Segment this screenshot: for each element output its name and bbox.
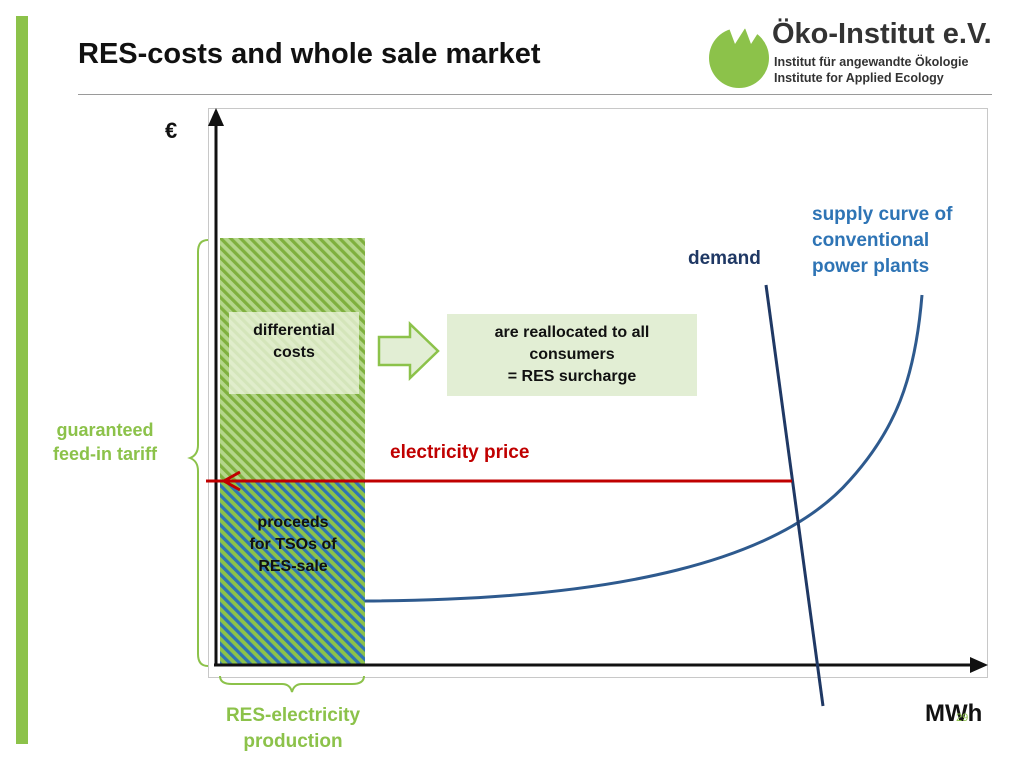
proceeds-label: proceeds for TSOs of RES-sale bbox=[249, 514, 337, 575]
diagram-frame bbox=[208, 108, 988, 678]
supply-curve-label: supply curve of conventional power plant… bbox=[812, 204, 953, 277]
reallocation-arrow bbox=[377, 321, 440, 381]
differential-costs-box: differential costs bbox=[229, 312, 359, 394]
guaranteed-tariff-label: guaranteed feed-in tariff bbox=[52, 420, 157, 464]
logo-name: Öko-Institut e.V. bbox=[772, 18, 992, 50]
tariff-brace bbox=[187, 239, 209, 667]
proceeds-area bbox=[220, 481, 365, 666]
res-production-label: RES-electricity production bbox=[225, 705, 361, 752]
logo-subtitle-en: Institute for Applied Ecology bbox=[774, 71, 944, 85]
reallocation-label: are reallocated to all consumers = RES s… bbox=[494, 324, 650, 385]
demand-label: demand bbox=[688, 248, 761, 269]
supply-curve bbox=[364, 294, 924, 603]
electricity-price-label: electricity price bbox=[390, 442, 530, 463]
title-divider bbox=[78, 94, 992, 95]
demand-line bbox=[764, 284, 825, 707]
x-axis-arrowhead bbox=[970, 657, 988, 673]
reallocation-box: are reallocated to all consumers = RES s… bbox=[447, 314, 697, 396]
left-accent-bar bbox=[16, 16, 28, 744]
y-axis-label: € bbox=[165, 118, 178, 143]
slide-title: RES-costs and whole sale market bbox=[78, 38, 541, 70]
logo-subtitle-de: Institut für angewandte Ökologie bbox=[774, 55, 969, 69]
logo-tick-1 bbox=[729, 18, 749, 44]
y-axis-arrowhead bbox=[208, 108, 224, 126]
differential-costs-label: differential costs bbox=[253, 322, 335, 361]
production-brace bbox=[219, 675, 365, 693]
oeko-institut-logo bbox=[709, 18, 769, 88]
electricity-price-arrowhead bbox=[220, 470, 241, 492]
page-number: 29 bbox=[956, 712, 969, 724]
logo-tick-2 bbox=[745, 18, 765, 44]
logo-green-circle bbox=[709, 28, 769, 88]
x-axis-label: MWh bbox=[925, 700, 983, 727]
